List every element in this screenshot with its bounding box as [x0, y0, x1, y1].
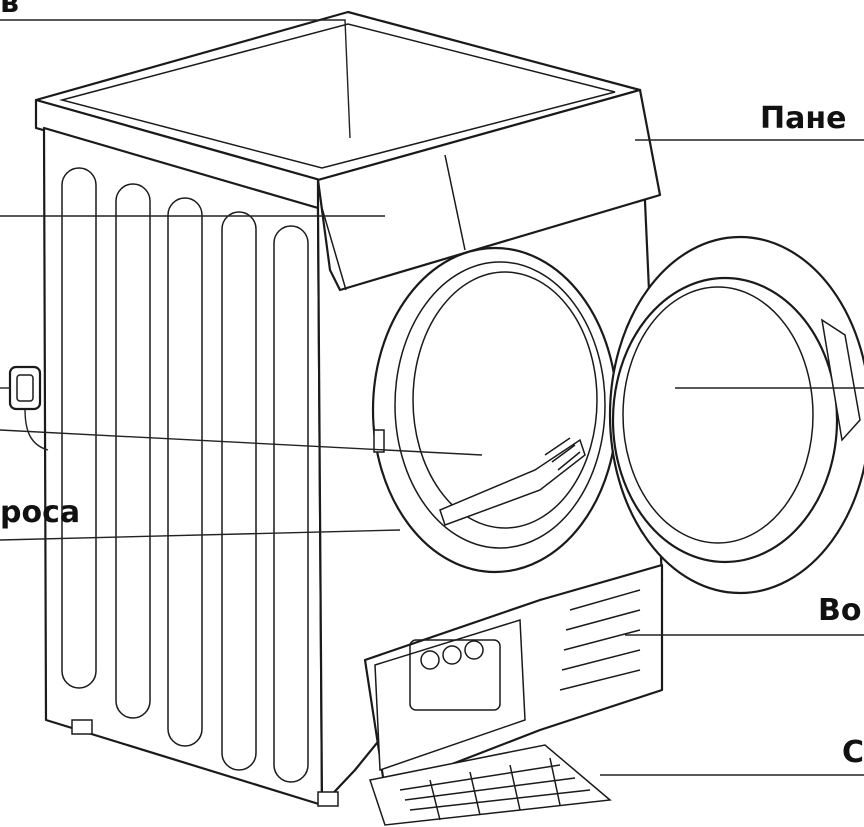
vent-slot [563, 629, 641, 651]
leader-hose [0, 529, 401, 541]
flap-grid [429, 757, 561, 821]
drum [412, 271, 598, 529]
power-plug-icon [8, 365, 49, 451]
vent-slot [561, 649, 641, 671]
leader-top [0, 19, 351, 139]
door-frame-outer [371, 246, 619, 574]
side-rib [115, 183, 151, 719]
condenser-unit [409, 639, 501, 711]
vent-slot [559, 669, 641, 691]
control-panel [316, 88, 662, 292]
foot [71, 719, 93, 735]
door-handle [820, 318, 861, 442]
door-frame-inner [394, 261, 606, 549]
condenser-knob [420, 650, 440, 670]
label-water-right: Во [818, 593, 861, 628]
door-latch [373, 429, 385, 453]
lint-filter [439, 438, 586, 526]
lint-filter-mesh [544, 437, 581, 471]
vent-slot [569, 589, 641, 611]
leader-lines [0, 19, 864, 776]
service-flap [369, 744, 612, 826]
door-opening [371, 246, 619, 574]
condenser-knob [442, 645, 462, 665]
label-hose-left: роса [0, 495, 80, 530]
label-bottom-right: С [842, 735, 864, 770]
side-rib [273, 225, 309, 783]
label-panel-right: Пане [760, 101, 846, 136]
label-top-left: в [0, 0, 19, 20]
top-panel-inner [59, 23, 616, 169]
side-ribs [61, 167, 309, 783]
foot [317, 791, 339, 807]
side-rib [221, 211, 257, 771]
side-rib [61, 167, 97, 689]
side-rib [167, 197, 203, 747]
condenser-compartment [374, 618, 526, 772]
leader-drum [0, 429, 483, 456]
control-panel-seam [317, 179, 347, 291]
door-window [611, 276, 839, 564]
condenser-knob [464, 640, 484, 660]
control-panel-divider [444, 154, 466, 251]
open-door [608, 235, 864, 595]
lower-panel [363, 563, 664, 826]
vent-slot [565, 609, 641, 631]
door-glass [622, 286, 814, 544]
